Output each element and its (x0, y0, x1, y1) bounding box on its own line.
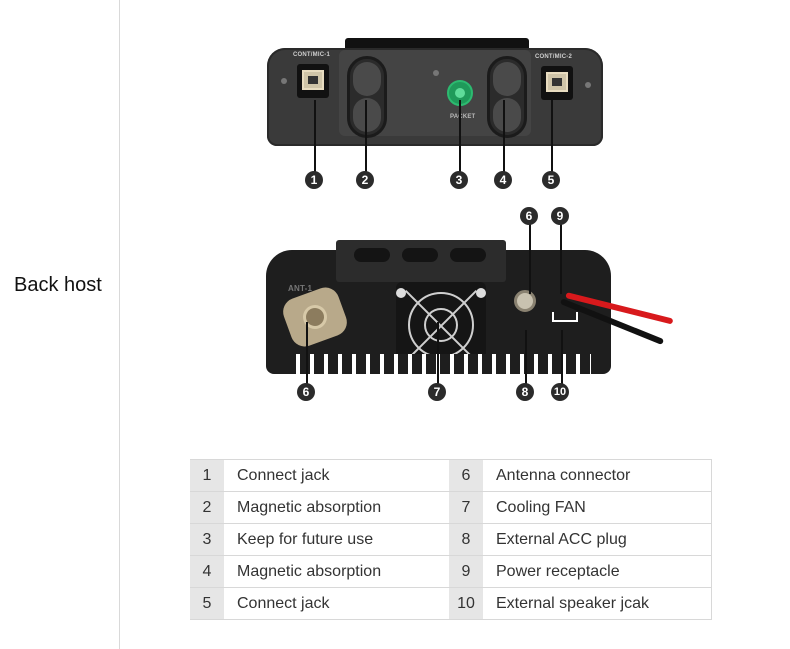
cont-mic-2-label: CONT/MIC-2 (535, 54, 572, 60)
item-description: External speaker jcak (483, 587, 712, 620)
device-front-view: CONT/MIC-1 CONT/MIC-2 PACKET (267, 38, 603, 146)
item-number: 10 (449, 587, 483, 620)
item-number: 5 (190, 587, 224, 620)
table-row: 5 Connect jack 10 External speaker jcak (190, 587, 712, 620)
callout-badge-9: 9 (551, 207, 569, 225)
bnc-antenna-connector (514, 290, 536, 312)
item-description: Magnetic absorption (224, 491, 449, 524)
magnet-pad-left (347, 56, 387, 138)
item-number: 8 (449, 523, 483, 556)
callout-line (314, 100, 316, 172)
callout-badge-3: 3 (450, 171, 468, 189)
callout-badge-6-bottom: 6 (297, 383, 315, 401)
table-row: 1 Connect jack 6 Antenna connector (190, 459, 712, 492)
callout-badge-2: 2 (356, 171, 374, 189)
item-description: Connect jack (224, 459, 449, 492)
item-number: 4 (190, 555, 224, 588)
screw-icon (281, 78, 287, 84)
callout-line (365, 100, 367, 172)
cont-mic-1-label: CONT/MIC-1 (293, 52, 330, 58)
callout-line (503, 100, 505, 172)
item-number: 3 (190, 523, 224, 556)
item-number: 9 (449, 555, 483, 588)
item-description: Cooling FAN (483, 491, 712, 524)
item-description: Antenna connector (483, 459, 712, 492)
item-number: 2 (190, 491, 224, 524)
callout-badge-1: 1 (305, 171, 323, 189)
item-description: External ACC plug (483, 523, 712, 556)
item-description: Connect jack (224, 587, 449, 620)
packet-label: PACKET (450, 114, 476, 120)
callout-line (437, 322, 439, 384)
table-row: 4 Magnetic absorption 9 Power receptacle (190, 555, 712, 588)
rj45-jack-right (541, 66, 573, 100)
callout-line (525, 330, 527, 384)
item-number: 6 (449, 459, 483, 492)
callout-badge-5: 5 (542, 171, 560, 189)
callout-badge-4: 4 (494, 171, 512, 189)
item-description: Power receptacle (483, 555, 712, 588)
item-number: 1 (190, 459, 224, 492)
callout-line (551, 100, 553, 172)
callout-line (529, 224, 531, 294)
callout-badge-6-top: 6 (520, 207, 538, 225)
magnet-pad-right (487, 56, 527, 138)
vertical-divider (119, 0, 120, 649)
table-row: 3 Keep for future use 8 External ACC plu… (190, 523, 712, 556)
cooling-fan (396, 282, 486, 368)
callout-line (459, 100, 461, 172)
screw-icon (433, 70, 439, 76)
rj45-jack-left (297, 64, 329, 98)
heatsink-top (336, 240, 506, 282)
screw-icon (585, 82, 591, 88)
legend-table: 1 Connect jack 6 Antenna connector 2 Mag… (190, 459, 712, 620)
item-description: Magnetic absorption (224, 555, 449, 588)
table-row: 2 Magnetic absorption 7 Cooling FAN (190, 491, 712, 524)
item-number: 7 (449, 491, 483, 524)
callout-line (306, 322, 308, 384)
callout-line (560, 224, 562, 294)
item-description: Keep for future use (224, 523, 449, 556)
callout-line (561, 330, 563, 384)
speaker-jack-bracket (552, 312, 578, 322)
callout-badge-7: 7 (428, 383, 446, 401)
section-label: Back host (14, 274, 102, 296)
callout-badge-10: 10 (551, 383, 569, 401)
ant-1-label: ANT-1 (288, 284, 313, 293)
callout-badge-8: 8 (516, 383, 534, 401)
